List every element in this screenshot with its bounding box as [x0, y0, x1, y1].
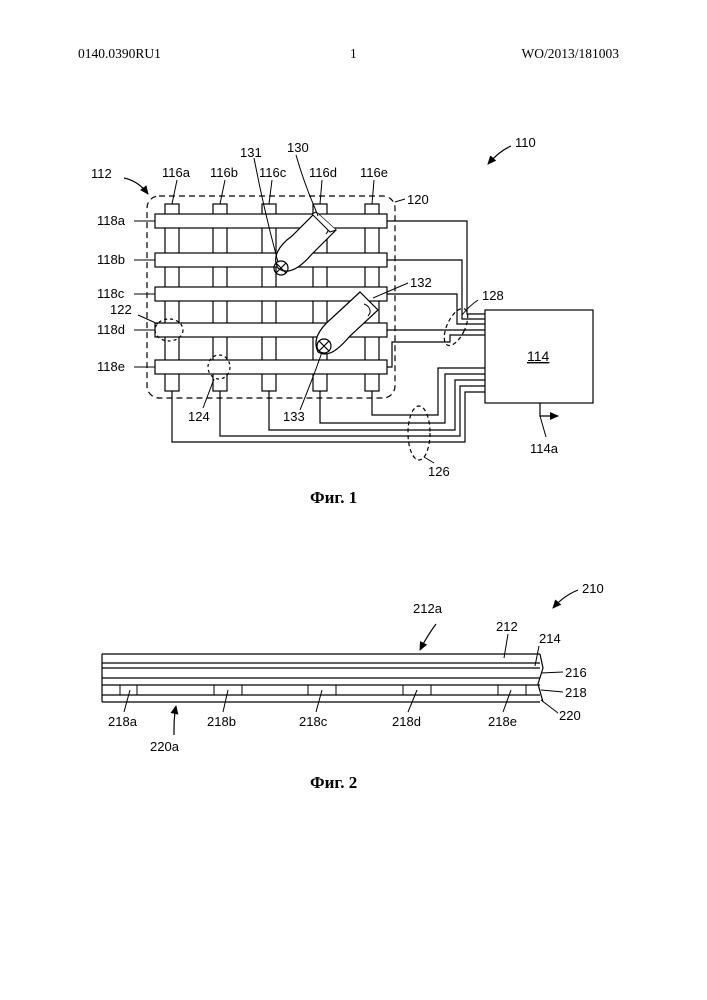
label-116a: 116a — [162, 165, 191, 180]
arrow-220a — [174, 706, 176, 735]
label-218b: 218b — [207, 714, 236, 729]
label-210: 210 — [582, 581, 604, 596]
fig2-leader-lines — [124, 634, 563, 713]
label-132: 132 — [410, 275, 432, 290]
label-220: 220 — [559, 708, 581, 723]
label-220a: 220a — [150, 739, 180, 754]
label-126: 126 — [428, 464, 450, 479]
label-124: 124 — [188, 409, 210, 424]
label-214: 214 — [539, 631, 561, 646]
label-218: 218 — [565, 685, 587, 700]
label-118d: 118d — [97, 322, 125, 337]
label-114: 114 — [527, 348, 550, 364]
label-118c: 118c — [97, 286, 125, 301]
label-116e: 116e — [360, 165, 388, 180]
figure-1-caption: Фиг. 1 — [310, 488, 357, 507]
label-133: 133 — [283, 409, 305, 424]
row-electrode-118b — [155, 253, 387, 267]
panel-arrow — [124, 178, 148, 194]
figure-2-labels: 210 212a 212 214 216 218 220 220a 218a 2… — [108, 581, 604, 792]
row-electrode-118e — [155, 360, 387, 374]
label-216: 216 — [565, 665, 587, 680]
electrode-row — [120, 685, 526, 695]
label-218c: 218c — [299, 714, 328, 729]
label-218e: 218e — [488, 714, 517, 729]
label-114a: 114a — [530, 441, 559, 456]
label-130: 130 — [287, 140, 309, 155]
label-118b: 118b — [97, 252, 125, 267]
label-118a: 118a — [97, 213, 126, 228]
label-218a: 218a — [108, 714, 138, 729]
label-218d: 218d — [392, 714, 421, 729]
label-116c: 116c — [259, 165, 287, 180]
layer-212 — [102, 654, 540, 663]
row-electrode-118a — [155, 214, 387, 228]
label-122: 122 — [110, 302, 132, 317]
label-212: 212 — [496, 619, 518, 634]
figure-2-caption: Фиг. 2 — [310, 773, 357, 792]
label-110: 110 — [515, 135, 536, 150]
label-128: 128 — [482, 288, 504, 303]
label-118e: 118e — [97, 359, 125, 374]
label-116d: 116d — [309, 165, 337, 180]
row-wires — [387, 221, 485, 367]
label-112: 112 — [91, 166, 112, 181]
label-131: 131 — [240, 145, 262, 160]
label-212a: 212a — [413, 601, 443, 616]
arrow-210 — [553, 590, 578, 608]
arrow-212a — [420, 624, 436, 650]
system-arrow — [488, 146, 511, 164]
column-bus-marker — [408, 406, 430, 460]
controller-output-line — [540, 403, 558, 416]
label-116b: 116b — [210, 165, 238, 180]
label-120: 120 — [407, 192, 429, 207]
